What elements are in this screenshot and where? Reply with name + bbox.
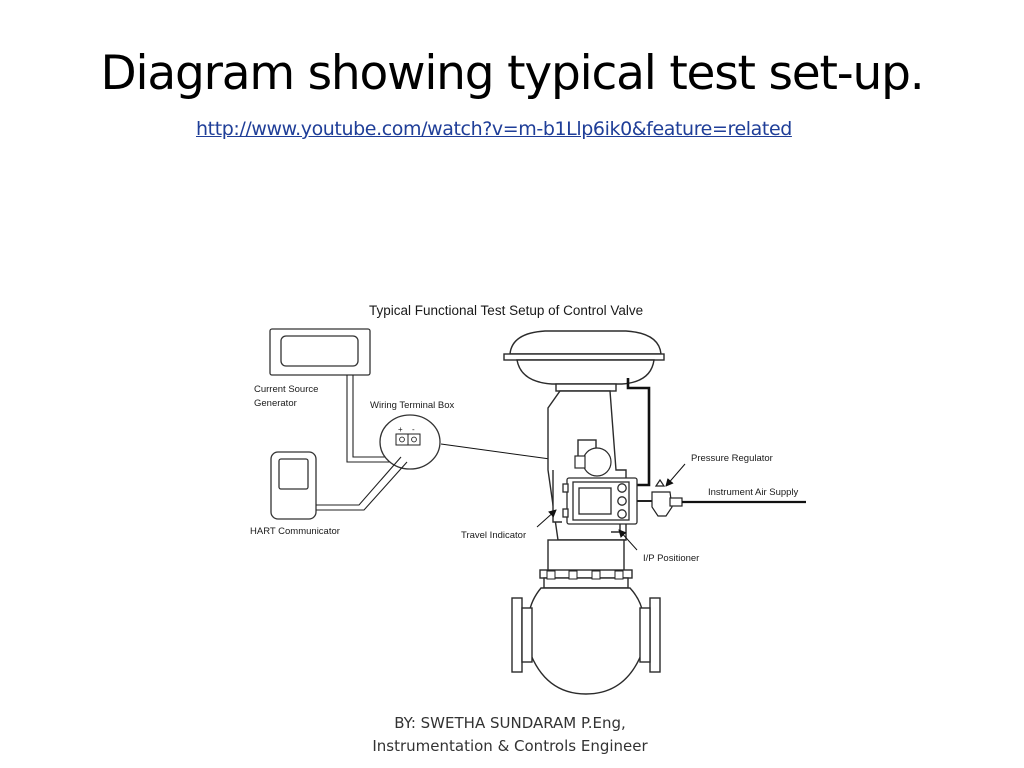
wiring-terminal-box-label: Wiring Terminal Box xyxy=(370,400,455,411)
ip-positioner-leader xyxy=(618,529,638,551)
author-title-line: Instrumentation & Controls Engineer xyxy=(372,737,648,755)
travel-indicator-leader xyxy=(536,509,557,528)
current-source-generator xyxy=(269,328,371,376)
pressure-regulator-leader xyxy=(665,463,686,487)
actuator-air-tube xyxy=(626,378,651,487)
bonnet-bolts xyxy=(546,570,624,580)
youtube-link[interactable]: http://www.youtube.com/watch?v=m-b1Llp6i… xyxy=(196,118,792,140)
footer: BY: SWETHA SUNDARAM P.Eng, Instrumentati… xyxy=(330,712,690,758)
ip-positioner-label: I/P Positioner xyxy=(643,553,699,564)
hart-communicator xyxy=(270,451,317,520)
travel-indicator-label: Travel Indicator xyxy=(461,530,526,541)
wiring-terminal-box xyxy=(379,414,441,470)
slide-title: Diagram showing typical test set-up. xyxy=(100,46,925,101)
current-source-label-2: Generator xyxy=(254,398,297,409)
current-source-label-1: Current Source xyxy=(254,384,318,395)
diagram-title: Typical Functional Test Setup of Control… xyxy=(369,303,643,318)
terminal-minus-sign: - xyxy=(412,425,415,434)
hart-communicator-label: HART Communicator xyxy=(250,526,340,537)
pressure-regulator-label: Pressure Regulator xyxy=(691,453,773,464)
terminal-plus-sign: + xyxy=(398,425,403,434)
instrument-air-supply-label: Instrument Air Supply xyxy=(708,487,799,498)
hart-wires xyxy=(316,456,408,511)
ip-positioner xyxy=(562,477,638,525)
feedback-linkage xyxy=(574,447,612,477)
author-line: BY: SWETHA SUNDARAM P.Eng, xyxy=(394,714,626,732)
